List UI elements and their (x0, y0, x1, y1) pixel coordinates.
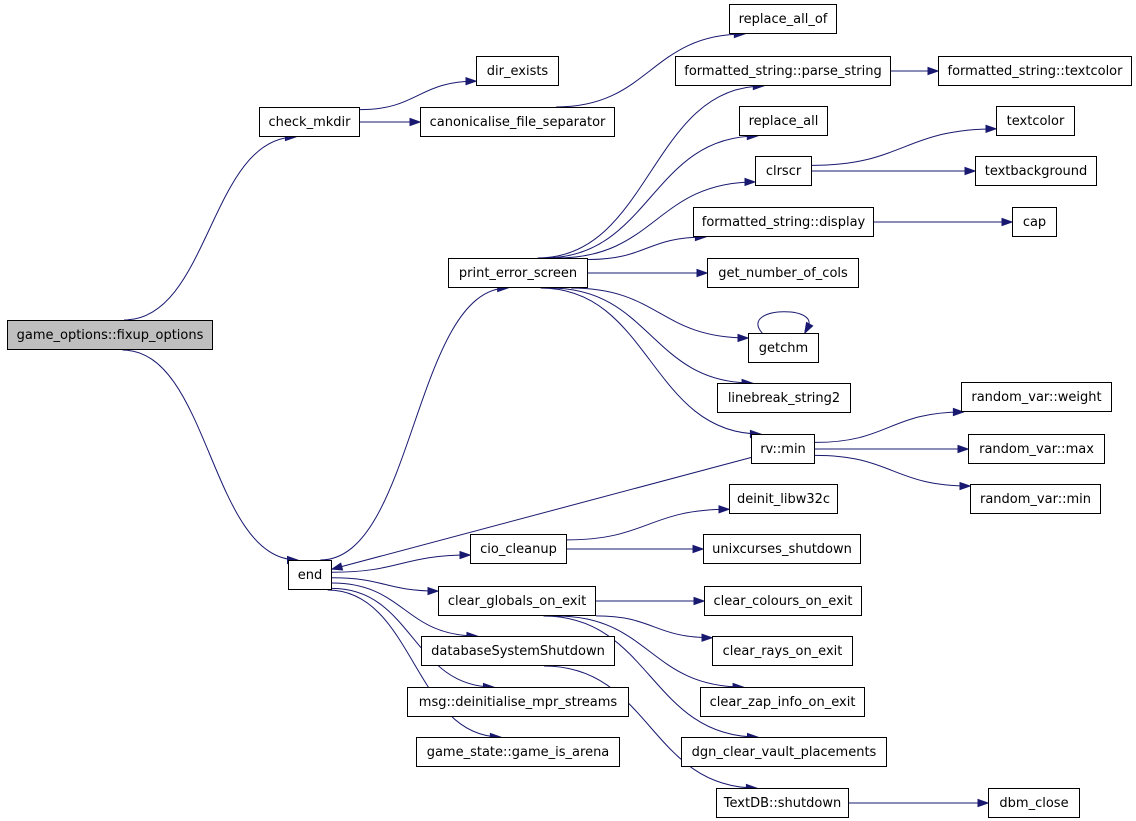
node-textcolor[interactable]: textcolor (996, 106, 1075, 136)
node-end[interactable]: end (288, 560, 332, 590)
edge-end-to-print_error_screen (320, 287, 508, 561)
node-random-var-min[interactable]: random_var::min (970, 484, 1101, 514)
node-dir-exists[interactable]: dir_exists (476, 56, 559, 86)
edge-end-to-db_shutdown (331, 582, 477, 637)
edge-print_error_screen-to-linebreak_string2 (549, 287, 753, 384)
edge-arrowhead (465, 76, 478, 86)
node-random-var-weight[interactable]: random_var::weight (961, 382, 1112, 412)
edge-arrowhead (964, 166, 977, 176)
node-root: game_options::fixup_options (7, 320, 213, 350)
edge-arrowhead (952, 407, 965, 417)
edge-print_error_screen-to-parse_string (537, 85, 764, 259)
edge-rv_min-to-end (331, 457, 752, 570)
node-random-var-max[interactable]: random_var::max (968, 434, 1105, 464)
edge-end-to-game_is_arena (327, 589, 501, 738)
node-clear-zap-info-on-exit[interactable]: clear_zap_info_on_exit (700, 687, 865, 717)
edge-db_shutdown-to-textdb_shutdown (544, 665, 757, 789)
node-cap[interactable]: cap (1012, 207, 1057, 237)
edge-arrowhead (701, 633, 714, 642)
edge-arrowhead (744, 177, 757, 187)
node-deinit-libw32c[interactable]: deinit_libw32c (729, 484, 838, 514)
edge-canonicalise-to-replace_all_of (556, 33, 745, 108)
edge-print_error_screen-to-rv_min (540, 287, 761, 435)
edge-end-to-cio_cleanup (331, 554, 471, 573)
edge-arrowhead (957, 444, 970, 454)
node-linebreak-string2[interactable]: linebreak_string2 (717, 383, 851, 413)
edge-arrowhead (804, 321, 814, 335)
edge-arrowhead (692, 544, 705, 554)
edge-arrowhead (427, 586, 440, 596)
edge-arrowhead (737, 333, 750, 343)
node-dgn-clear-vault-placements[interactable]: dgn_clear_vault_placements (681, 737, 887, 767)
node-formatted-string-display[interactable]: formatted_string::display (693, 207, 874, 237)
node-replace-all-of[interactable]: replace_all_of (729, 4, 837, 34)
edge-clear_globals-to-clear_rays (595, 615, 713, 639)
node-get-number-of-cols[interactable]: get_number_of_cols (707, 258, 859, 288)
edge-arrowhead (977, 798, 990, 808)
node-check-mkdir[interactable]: check_mkdir (259, 107, 360, 137)
node-clear-colours-on-exit[interactable]: clear_colours_on_exit (704, 586, 862, 616)
node-rv-min[interactable]: rv::min (751, 434, 815, 464)
edge-root-to-check_mkdir (124, 136, 296, 321)
edge-getchm-to-getchm (757, 311, 810, 334)
node-canonicalise-file-separator[interactable]: canonicalise_file_separator (420, 107, 615, 137)
edge-cio_cleanup-to-deinit_libw32c (566, 508, 730, 541)
edge-arrowhead (696, 268, 709, 278)
edge-print_error_screen-to-fs_display (587, 236, 706, 261)
node-clrscr[interactable]: clrscr (755, 156, 812, 186)
edge-check_mkdir-to-dir_exists (359, 80, 477, 111)
edge-arrowhead (409, 117, 422, 127)
node-print-error-screen[interactable]: print_error_screen (448, 258, 588, 288)
node-game-state-game-is-arena[interactable]: game_state::game_is_arena (416, 737, 620, 767)
edge-arrowhead (927, 66, 940, 76)
edge-rv_min-to-rv_weight (814, 411, 964, 443)
node-database-system-shutdown[interactable]: databaseSystemShutdown (421, 636, 615, 666)
edge-print_error_screen-to-getchm (571, 287, 749, 339)
edge-end-to-clear_globals (331, 577, 439, 592)
node-formatted-string-textcolor[interactable]: formatted_string::textcolor (938, 56, 1132, 86)
node-clear-rays-on-exit[interactable]: clear_rays_on_exit (712, 636, 853, 666)
node-msg-deinitialise-mpr-streams[interactable]: msg::deinitialise_mpr_streams (407, 687, 629, 717)
edge-arrowhead (985, 124, 998, 134)
edge-end-to-msg_deinit (331, 587, 494, 688)
node-clear-globals-on-exit[interactable]: clear_globals_on_exit (438, 586, 596, 616)
edge-print_error_screen-to-clrscr (557, 181, 756, 259)
edge-print_error_screen-to-replace_all (544, 135, 758, 259)
edge-clear_globals-to-dgn_clear (543, 615, 758, 738)
node-formatted-string-parse-string[interactable]: formatted_string::parse_string (675, 56, 891, 86)
node-replace-all[interactable]: replace_all (739, 106, 828, 136)
edge-arrowhead (330, 562, 344, 571)
edge-arrowhead (959, 481, 972, 491)
edge-rv_min-to-rvar_min (814, 454, 971, 487)
edge-root-to-end (122, 349, 298, 561)
node-getchm[interactable]: getchm (748, 333, 819, 363)
edge-arrowhead (1001, 217, 1014, 227)
edge-clear_globals-to-clear_zap (556, 615, 744, 688)
edge-arrowhead (693, 596, 706, 606)
edge-arrowhead (718, 505, 731, 514)
node-textdb-shutdown[interactable]: TextDB::shutdown (716, 788, 849, 818)
node-cio-cleanup[interactable]: cio_cleanup (470, 534, 567, 564)
edge-arrowhead (459, 550, 472, 560)
edge-clrscr-to-textcolor (811, 128, 997, 166)
node-textbackground[interactable]: textbackground (975, 156, 1097, 186)
node-dbm-close[interactable]: dbm_close (988, 788, 1080, 818)
node-unixcurses-shutdown[interactable]: unixcurses_shutdown (703, 534, 861, 564)
